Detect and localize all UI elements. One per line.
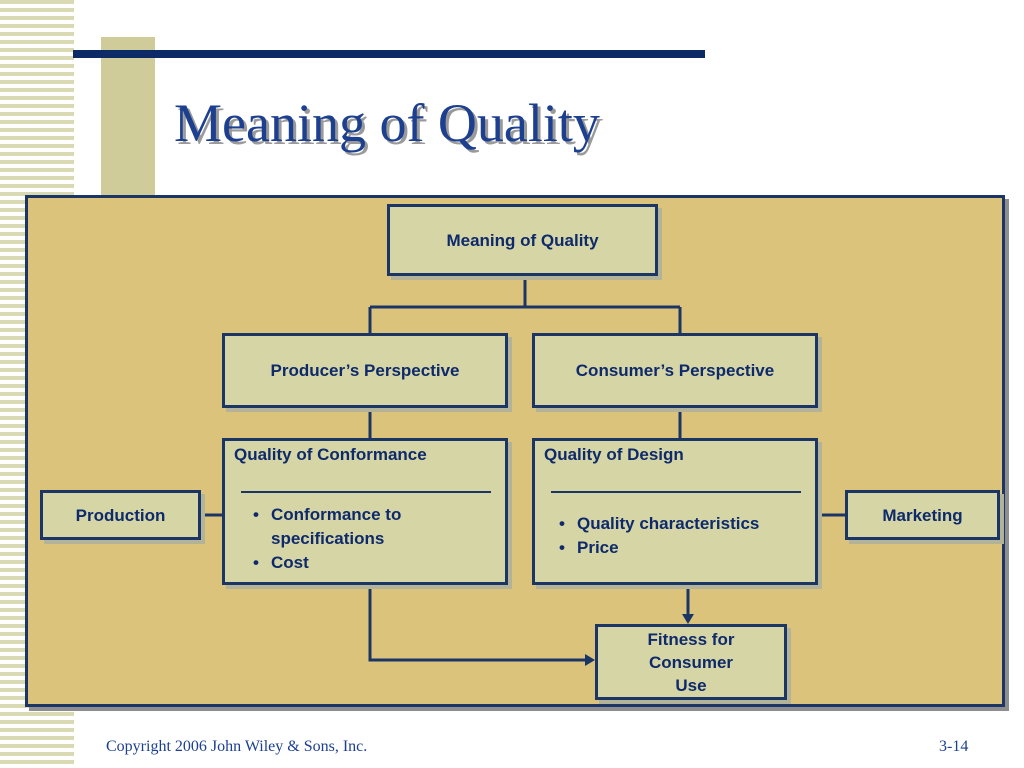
footer-slide-number: 3-14 (939, 738, 969, 755)
root-label: Meaning of Quality (446, 230, 599, 250)
footer-copyright: Copyright 2006 John Wiley & Sons, Inc. (106, 738, 368, 755)
design-item: •Quality characteristics (559, 514, 760, 533)
producer-perspective-label: Producer’s Perspective (270, 361, 460, 380)
arrowhead-right (585, 654, 595, 666)
conformance-heading: Quality of Conformance (234, 445, 427, 464)
production-box: Production (40, 490, 201, 540)
design-heading: Quality of Design (544, 445, 684, 464)
quality-of-conformance-box: Quality of Conformance •Conformance to s… (222, 438, 508, 585)
arrowhead-down (682, 614, 694, 624)
consumer-perspective-label: Consumer’s Perspective (575, 361, 775, 380)
fitness-label: Fitness for Consumer Use (647, 629, 735, 695)
conformance-item: •Cost (253, 553, 309, 572)
quality-of-design-box: Quality of Design •Quality characteristi… (532, 438, 818, 585)
producer-perspective-box: Producer’s Perspective (222, 333, 508, 408)
conformance-list: •Conformance to specifications •Cost (249, 503, 449, 575)
design-list: •Quality characteristics •Price (555, 512, 805, 560)
conformance-divider (241, 491, 491, 493)
marketing-box: Marketing (845, 490, 1000, 540)
design-divider (551, 491, 801, 493)
production-label: Production (75, 505, 166, 525)
decorative-block (101, 37, 155, 195)
diagram-panel (25, 195, 1005, 707)
root-box: Meaning of Quality (387, 204, 658, 276)
title-rule (73, 50, 705, 58)
design-item: •Price (559, 538, 619, 557)
slide-title: Meaning of Quality (174, 93, 600, 153)
conformance-item: •Conformance to specifications (253, 505, 402, 548)
connector-conformance-fitness (368, 585, 585, 662)
marketing-label: Marketing (882, 505, 963, 525)
consumer-perspective-box: Consumer’s Perspective (532, 333, 818, 408)
fitness-box: Fitness for Consumer Use (595, 624, 787, 700)
